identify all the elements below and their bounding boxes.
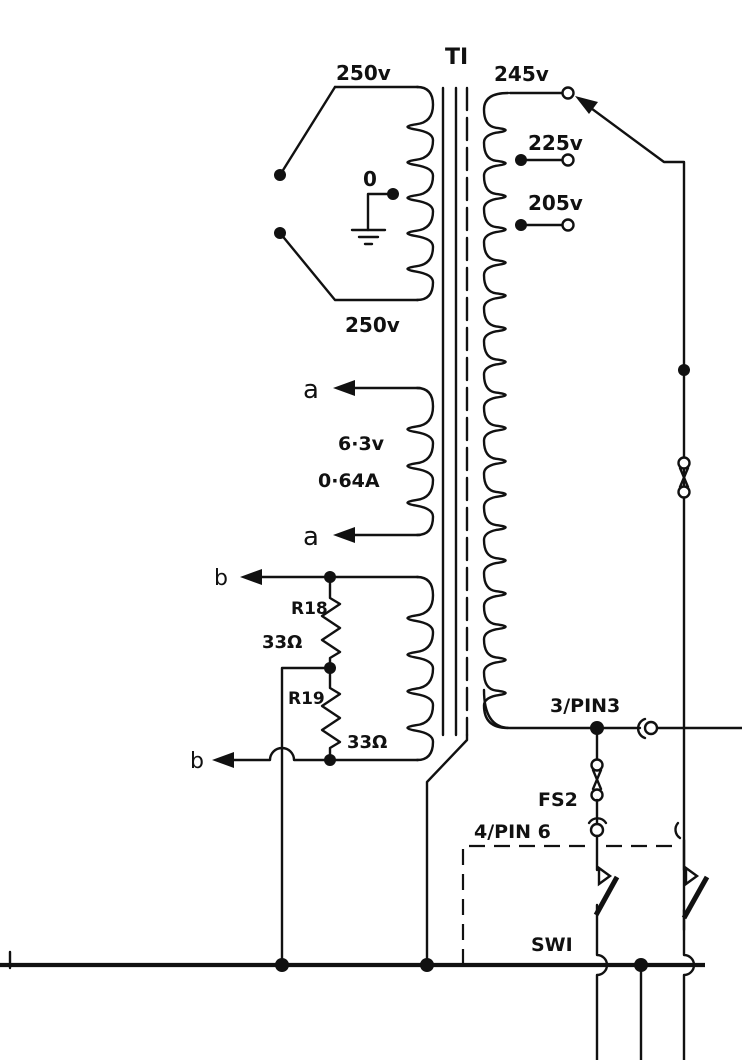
bias-winding — [212, 569, 435, 967]
ground-bus — [0, 950, 705, 972]
tap-225v-terminal[interactable] — [561, 153, 575, 167]
arrow-b-bottom-icon — [212, 752, 234, 768]
r19-value: 33Ω — [347, 732, 387, 753]
bias-node-top — [324, 571, 336, 583]
heater-winding — [333, 380, 435, 543]
tap-245v-terminal[interactable] — [561, 86, 575, 100]
r18-ref: R18 — [291, 599, 328, 619]
heater-voltage-label: 6·3v — [338, 433, 385, 455]
tap-245v-label: 245v — [494, 62, 549, 86]
primary-terminal-bottom — [274, 227, 286, 239]
fuse-right-icon — [677, 456, 691, 499]
arrow-a-bottom-icon — [333, 527, 355, 543]
primary-bottom-label: 250v — [345, 313, 400, 337]
tap-205v-terminal[interactable] — [561, 218, 575, 232]
bias-terminal-top: b — [214, 566, 228, 591]
transformer-core — [425, 86, 469, 967]
transformer-label: TI — [445, 45, 468, 70]
r19-ref: R19 — [288, 689, 325, 709]
heater-terminal-top: a — [303, 375, 319, 405]
pin6-connector — [589, 822, 605, 838]
arrow-a-top-icon — [333, 380, 355, 396]
center-tap-label: 0 — [363, 167, 377, 191]
fs2-label: FS2 — [538, 789, 578, 811]
secondary-winding — [482, 86, 742, 932]
pin6-label: 4/PIN 6 — [474, 821, 551, 843]
heater-current-label: 0·64A — [318, 470, 380, 492]
primary-winding — [274, 85, 435, 302]
heater-terminal-bottom: a — [303, 522, 319, 552]
pin3-label: 3/PIN3 — [550, 695, 620, 717]
ground-icon — [350, 228, 387, 246]
tap-205v-label: 205v — [528, 191, 583, 215]
switch-sw1[interactable] — [593, 834, 710, 1060]
fuse-fs2 — [587, 726, 682, 840]
pin3-connector — [643, 720, 659, 736]
arrow-b-top-icon — [240, 569, 262, 585]
sw1-label: SWI — [531, 934, 573, 956]
primary-terminal-top — [274, 169, 286, 181]
r18-value: 33Ω — [262, 632, 302, 653]
tap-225v-label: 225v — [528, 131, 583, 155]
tap-selector-arrow-icon[interactable] — [575, 96, 598, 114]
primary-top-label: 250v — [336, 61, 391, 85]
bias-terminal-bottom: b — [190, 749, 204, 774]
